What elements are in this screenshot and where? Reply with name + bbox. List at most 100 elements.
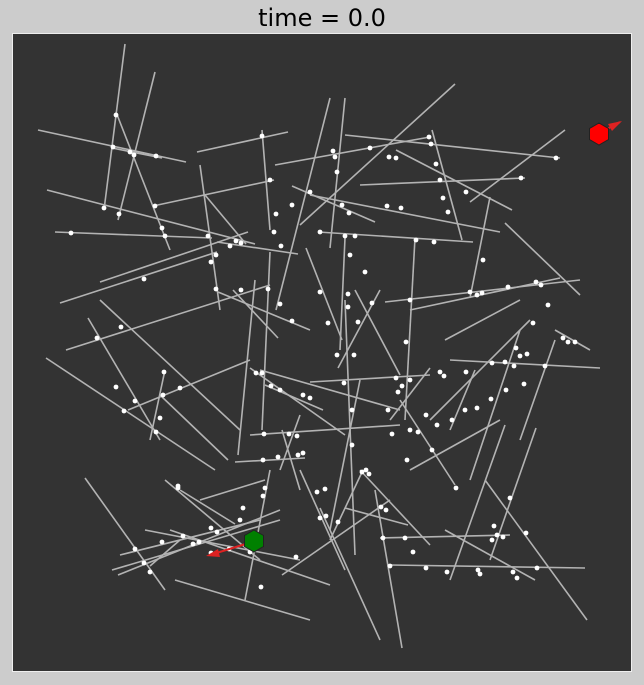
node-90 bbox=[565, 339, 571, 345]
segment-90 bbox=[119, 519, 261, 556]
segment-85 bbox=[359, 469, 431, 546]
page-title: time = 0.0 bbox=[258, 4, 386, 32]
node-54 bbox=[277, 301, 283, 307]
node-49 bbox=[362, 269, 368, 275]
node-84 bbox=[489, 360, 495, 366]
node-82 bbox=[441, 373, 447, 379]
node-151 bbox=[380, 535, 386, 541]
node-179 bbox=[227, 243, 233, 249]
node-61 bbox=[369, 300, 375, 306]
node-163 bbox=[214, 529, 220, 535]
node-170 bbox=[141, 560, 147, 566]
node-5 bbox=[153, 153, 159, 159]
segment-67 bbox=[84, 477, 166, 591]
node-15 bbox=[233, 238, 239, 244]
segment-75 bbox=[374, 489, 403, 649]
segment-14 bbox=[99, 231, 249, 283]
node-116 bbox=[429, 447, 435, 453]
node-171 bbox=[147, 569, 153, 575]
segment-28 bbox=[504, 222, 581, 296]
segment-80 bbox=[484, 479, 588, 621]
node-42 bbox=[445, 209, 451, 215]
segment-76 bbox=[344, 507, 409, 526]
node-9 bbox=[159, 225, 165, 231]
node-132 bbox=[366, 471, 372, 477]
segment-39 bbox=[237, 279, 256, 456]
nodes-layer bbox=[68, 112, 578, 590]
node-109 bbox=[349, 407, 355, 413]
node-74 bbox=[403, 339, 409, 345]
node-106 bbox=[153, 429, 159, 435]
node-99 bbox=[253, 370, 259, 376]
segment-53 bbox=[554, 329, 591, 351]
node-7 bbox=[116, 211, 122, 217]
node-28 bbox=[393, 155, 399, 161]
node-19 bbox=[267, 177, 273, 183]
node-176 bbox=[258, 584, 264, 590]
segment-84 bbox=[329, 469, 364, 541]
node-159 bbox=[510, 569, 516, 575]
segment-36 bbox=[45, 357, 216, 471]
node-85 bbox=[502, 359, 508, 365]
node-34 bbox=[518, 175, 524, 181]
segment-55 bbox=[429, 319, 531, 421]
segment-58 bbox=[409, 419, 501, 471]
node-120 bbox=[488, 396, 494, 402]
node-122 bbox=[503, 387, 509, 393]
node-58 bbox=[325, 320, 331, 326]
node-167 bbox=[180, 533, 186, 539]
node-80 bbox=[395, 389, 401, 395]
segment-45 bbox=[249, 367, 346, 436]
segment-56 bbox=[469, 329, 521, 481]
node-73 bbox=[94, 335, 100, 341]
segment-92 bbox=[344, 299, 356, 556]
segment-6 bbox=[46, 189, 256, 245]
node-63 bbox=[467, 289, 473, 295]
node-165 bbox=[196, 539, 202, 545]
node-39 bbox=[384, 203, 390, 209]
node-162 bbox=[208, 525, 214, 531]
node-156 bbox=[444, 569, 450, 575]
segment-9 bbox=[196, 131, 289, 153]
node-29 bbox=[426, 134, 432, 140]
node-67 bbox=[533, 279, 539, 285]
node-55 bbox=[289, 318, 295, 324]
segment-69 bbox=[111, 519, 281, 571]
node-119 bbox=[474, 405, 480, 411]
node-166 bbox=[159, 539, 165, 545]
node-177 bbox=[359, 469, 365, 475]
segment-18 bbox=[274, 136, 431, 166]
segment-10 bbox=[152, 179, 275, 207]
node-30 bbox=[428, 141, 434, 147]
node-51 bbox=[213, 286, 219, 292]
node-35 bbox=[553, 155, 559, 161]
node-146 bbox=[491, 523, 497, 529]
node-138 bbox=[314, 489, 320, 495]
node-130 bbox=[363, 467, 369, 473]
node-8 bbox=[152, 203, 158, 209]
node-175 bbox=[293, 554, 299, 560]
node-88 bbox=[542, 363, 548, 369]
node-70 bbox=[530, 320, 536, 326]
segment-54 bbox=[519, 339, 556, 441]
node-10 bbox=[162, 233, 168, 239]
segment-88 bbox=[179, 489, 236, 525]
node-118 bbox=[462, 407, 468, 413]
node-91 bbox=[572, 339, 578, 345]
node-102 bbox=[132, 398, 138, 404]
segment-8 bbox=[261, 129, 271, 231]
node-141 bbox=[335, 519, 341, 525]
node-1 bbox=[113, 112, 119, 118]
node-160 bbox=[534, 565, 540, 571]
segment-12 bbox=[204, 194, 247, 245]
segment-77 bbox=[281, 499, 391, 576]
start-arrow-icon bbox=[608, 121, 622, 131]
node-78 bbox=[393, 375, 399, 381]
node-140 bbox=[323, 513, 329, 519]
node-114 bbox=[423, 412, 429, 418]
node-23 bbox=[307, 189, 313, 195]
node-101 bbox=[113, 384, 119, 390]
node-104 bbox=[121, 408, 127, 414]
node-113 bbox=[415, 429, 421, 435]
segment-62 bbox=[281, 429, 301, 491]
